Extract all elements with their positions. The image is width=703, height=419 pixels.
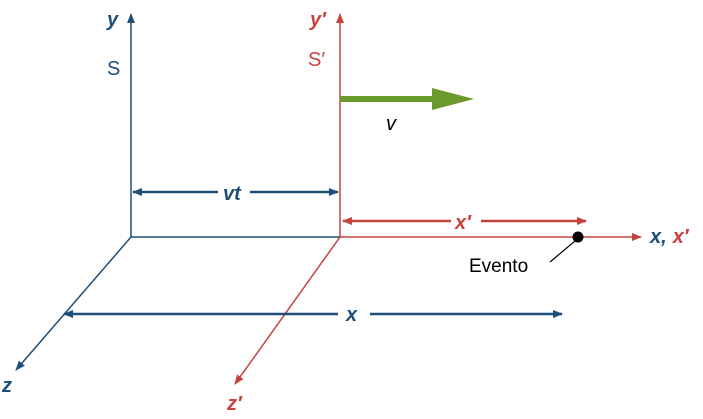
- x-axis-label-x: x: [649, 226, 662, 248]
- x-span-label: x: [345, 304, 358, 326]
- s-y-axis-label: y: [106, 9, 119, 31]
- x-prime-span-label: x′: [454, 212, 472, 234]
- vt-label: vt: [223, 183, 242, 205]
- event-point: [572, 231, 584, 243]
- velocity-arrow-head: [432, 88, 474, 110]
- x-axis-label-x-prime: x′: [672, 226, 690, 248]
- s-z-axis: [15, 236, 132, 371]
- event-label: Evento: [469, 256, 528, 277]
- x-axis-label-comma: ,: [660, 226, 667, 248]
- x-axis-label: x,x′: [649, 226, 690, 248]
- s-prime-z-axis: [234, 236, 341, 385]
- s-frame-label: S: [107, 58, 120, 80]
- velocity-label: v: [386, 113, 397, 135]
- event-leader-line: [549, 240, 576, 263]
- s-prime-z-axis-label: z′: [226, 393, 243, 415]
- s-z-axis-label: z: [1, 375, 12, 397]
- s-prime-y-axis-label: y′: [309, 9, 327, 31]
- s-prime-frame-label: S′: [308, 49, 325, 71]
